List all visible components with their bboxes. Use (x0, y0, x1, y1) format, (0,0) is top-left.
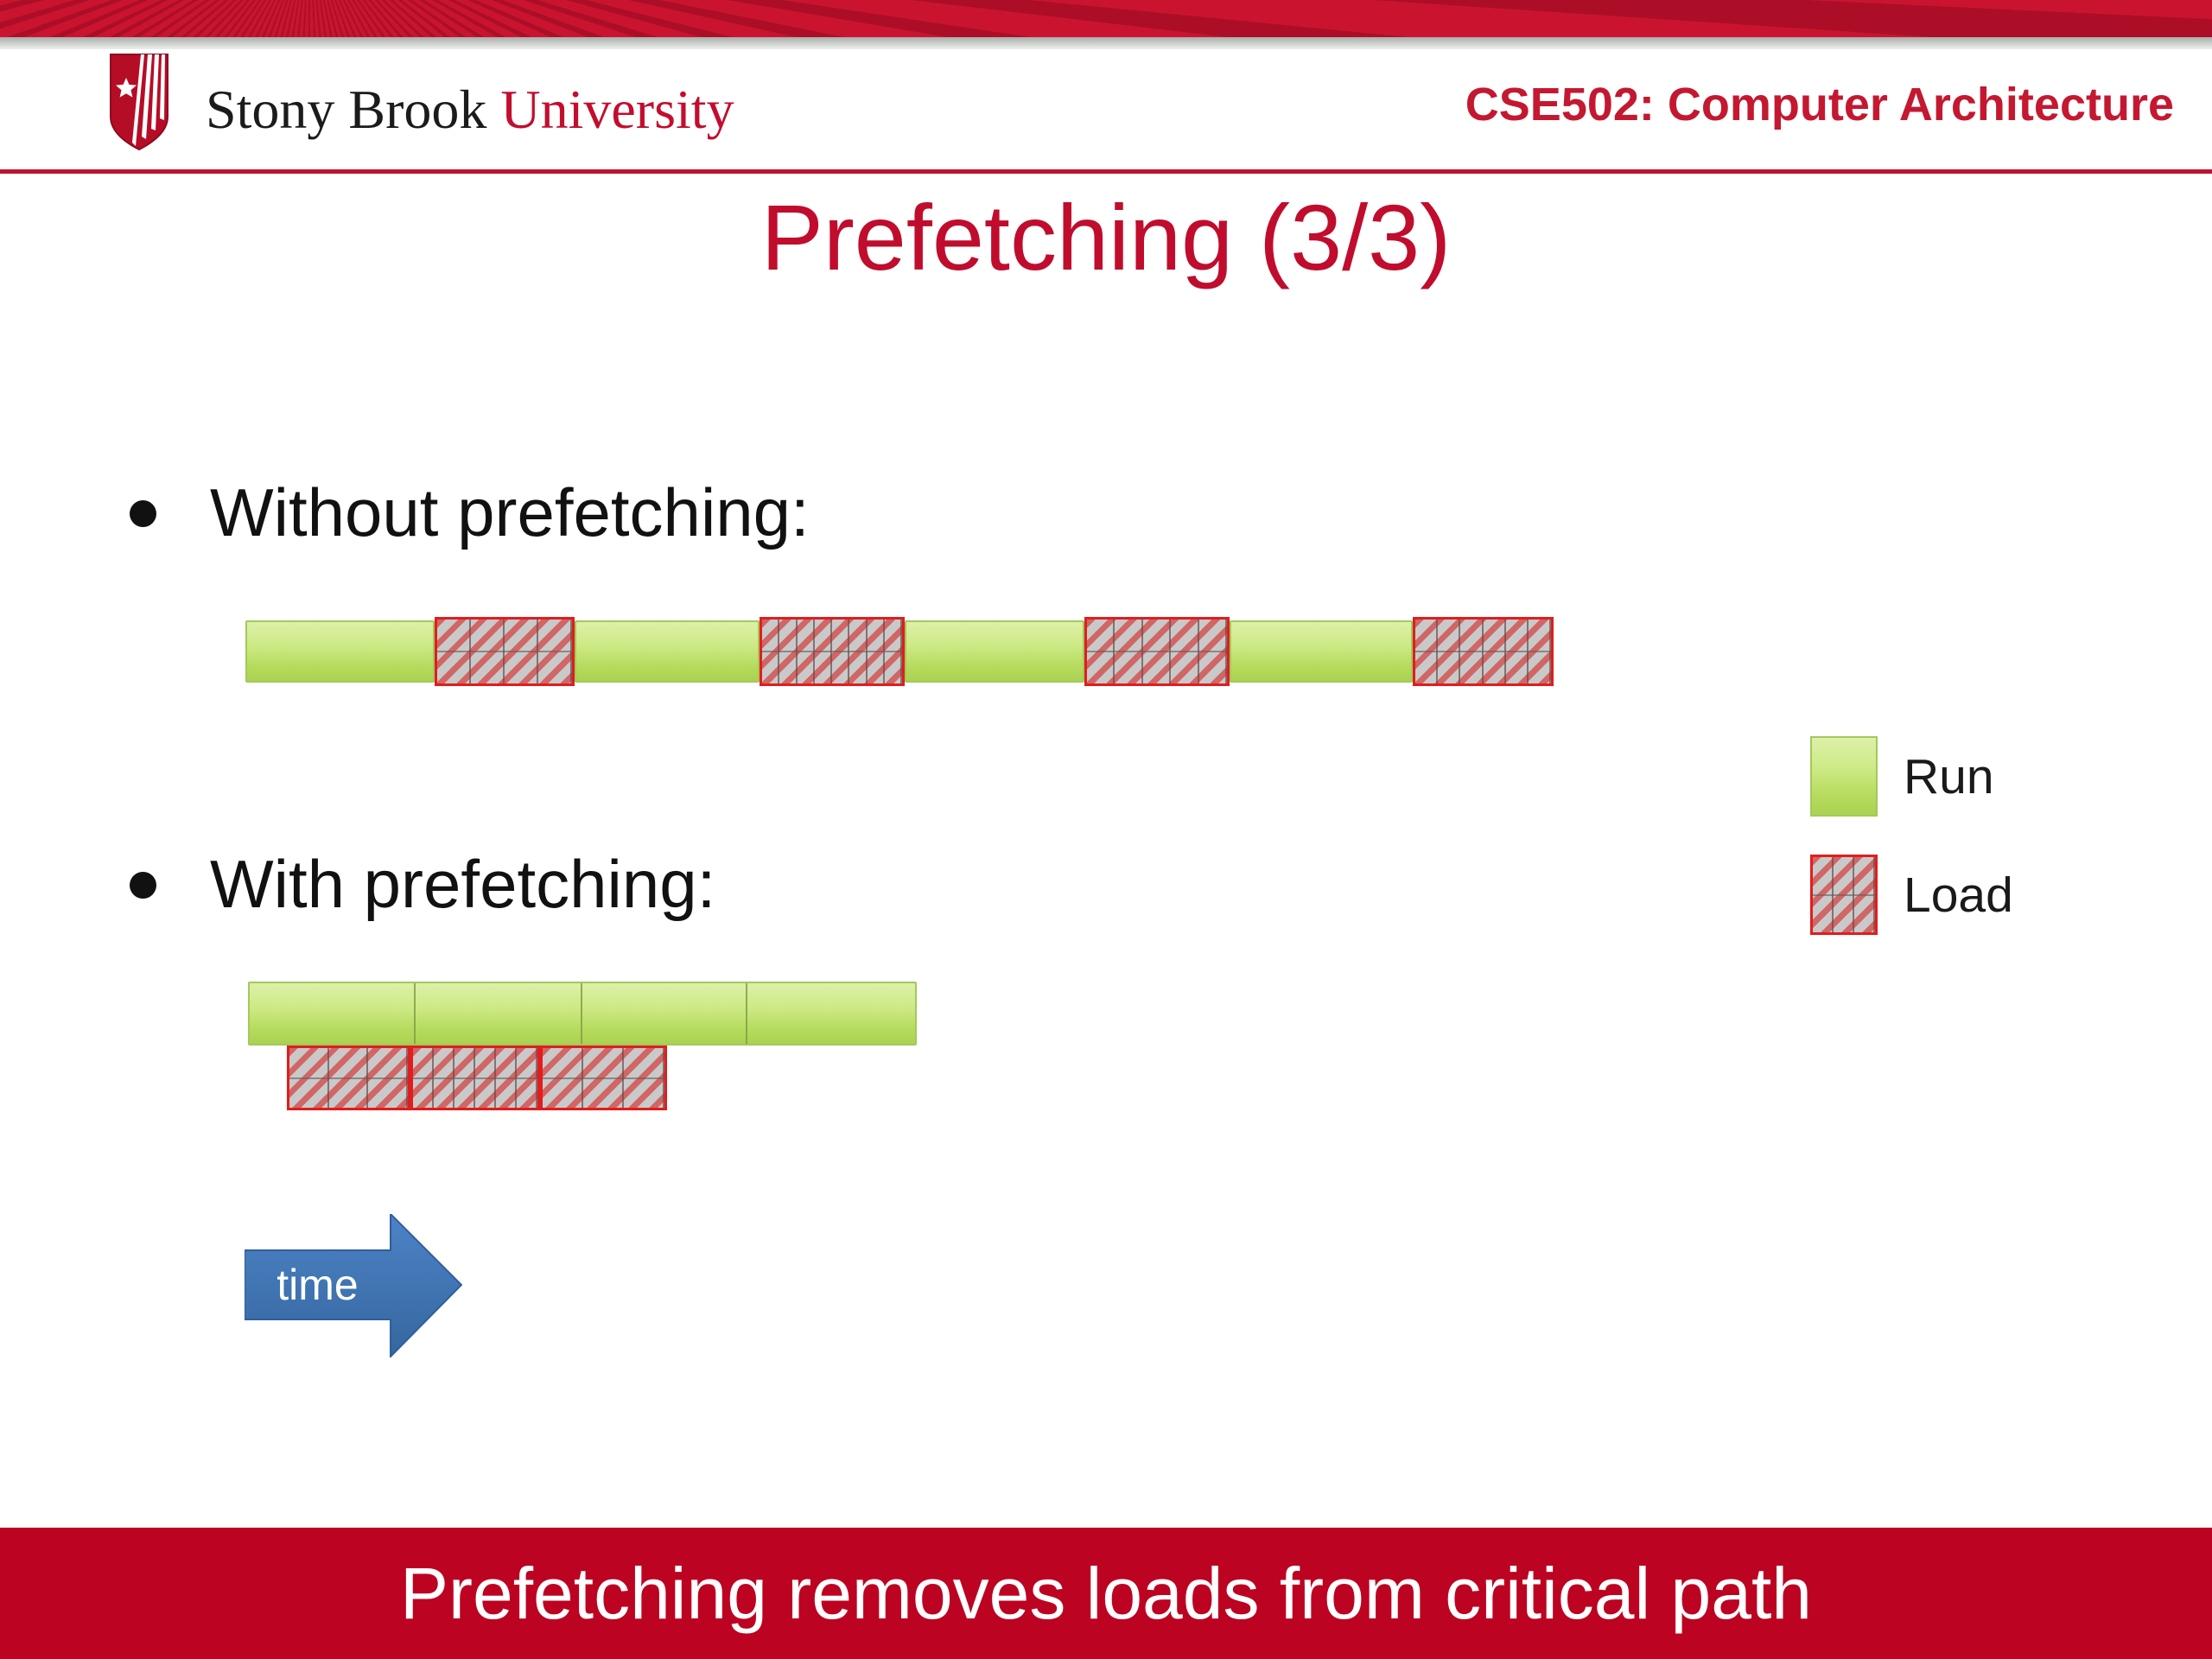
load-midline (543, 1077, 664, 1079)
legend-load-label: Load (1904, 867, 2013, 923)
load-segment (760, 617, 905, 686)
load-midline (762, 651, 902, 652)
time-label: time (276, 1261, 359, 1309)
header: Stony Brook University CSE502: Computer … (0, 49, 2212, 169)
takeaway-banner: Prefetching removes loads from critical … (0, 1528, 2212, 1659)
timeline-with-load (287, 1046, 670, 1110)
time-arrow: time (244, 1211, 463, 1359)
run-segment (905, 620, 1084, 683)
timeline-with-run (248, 982, 917, 1046)
arrow-shape-icon (244, 1211, 463, 1359)
run-segment (575, 620, 760, 683)
top-decorative-band (0, 0, 2212, 37)
load-midline (437, 651, 572, 652)
load-midline (1087, 651, 1227, 652)
run-segment (414, 983, 581, 1044)
run-segment (250, 983, 414, 1044)
logo-stony-brook: Stony Brook (206, 78, 501, 140)
legend-run-label: Run (1904, 748, 1994, 804)
load-segment (435, 617, 575, 686)
load-midline (289, 1077, 408, 1079)
bullet-dot-icon (130, 871, 156, 899)
header-shadow-strip (0, 37, 2212, 49)
bullet-with-prefetching: With prefetching: (130, 845, 715, 925)
course-title: CSE502: Computer Architecture (1465, 79, 2174, 130)
load-segment (1413, 617, 1554, 686)
bullet-label: With prefetching: (210, 846, 716, 923)
run-segment (746, 983, 915, 1044)
load-swatch (1810, 855, 1878, 935)
bullet-label: Without prefetching: (210, 474, 810, 551)
header-divider (0, 169, 2212, 174)
load-midline (413, 1077, 537, 1079)
slide-title: Prefetching (3/3) (760, 185, 1452, 289)
timeline-without (245, 617, 1557, 686)
takeaway-text: Prefetching removes loads from critical … (399, 1552, 1813, 1634)
load-segment (540, 1046, 667, 1110)
load-segment (410, 1046, 540, 1110)
bullet-dot-icon (130, 499, 156, 527)
stony-brook-shield-icon (110, 54, 168, 151)
legend-run: Run (1810, 736, 1994, 817)
run-segment (245, 620, 435, 683)
run-segment (1230, 620, 1413, 683)
load-segment (287, 1046, 410, 1110)
legend-load: Load (1810, 855, 2013, 935)
load-segment (1084, 617, 1230, 686)
load-midline (1415, 651, 1551, 652)
logo-university: University (500, 78, 734, 140)
run-swatch (1810, 736, 1878, 817)
run-segment (581, 983, 746, 1044)
load-midline (1813, 893, 1875, 896)
logo-wordmark: Stony Brook University (206, 49, 734, 169)
bullet-without-prefetching: Without prefetching: (130, 474, 810, 553)
